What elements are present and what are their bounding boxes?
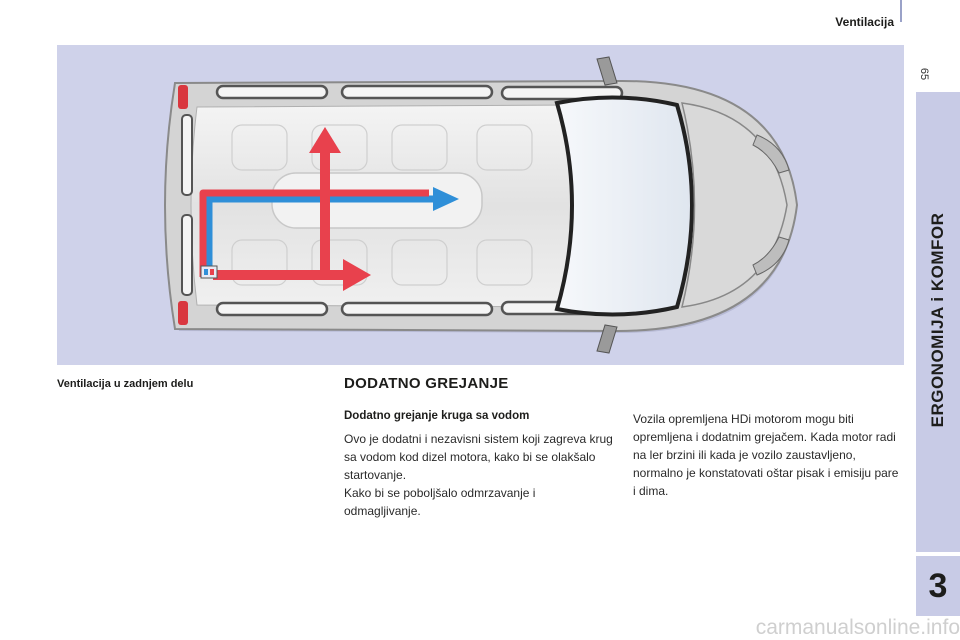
side-windows-top: [215, 84, 624, 101]
mirror-left: [596, 56, 618, 86]
rear-heater-unit: [200, 265, 218, 279]
hot-air-flow-arrow: [199, 127, 429, 291]
van-top-view-illustration: [164, 56, 799, 354]
rear-heater-cold-outlet: [204, 269, 208, 275]
ventilation-figure: [57, 45, 904, 365]
chapter-title-text: ERGONOMIJA i KOMFOR: [928, 212, 947, 428]
windscreen: [554, 95, 694, 317]
bonnet: [681, 102, 788, 308]
paragraph: Kako bi se poboljšalo odmrzavanje i odma…: [344, 486, 536, 518]
cold-air-flow-arrow: [205, 187, 459, 267]
tail-light-right: [178, 301, 188, 325]
chapter-number: 3: [916, 556, 960, 616]
figure-caption: Ventilacija u zadnjem delu: [57, 378, 194, 390]
headlight-left: [752, 134, 790, 174]
headlight-right: [752, 236, 790, 276]
rear-heater-hot-outlet: [210, 269, 214, 275]
rear-window-left: [181, 114, 193, 196]
header-section-title: Ventilacija: [835, 15, 894, 29]
section-title: DODATNO GREJANJE: [344, 375, 509, 392]
tail-light-left: [178, 85, 188, 109]
chapter-sidebar: [916, 92, 960, 552]
mirror-right: [596, 324, 618, 354]
paragraph: Ovo je dodatni i nezavisni sistem koji z…: [344, 432, 613, 482]
watermark: carmanualsonline.info: [755, 616, 960, 639]
paragraph: Vozila opremljena HDi motorom mogu biti …: [633, 412, 899, 498]
rear-window-right: [181, 214, 193, 296]
section-subheading: Dodatno grejanje kruga sa vodom: [344, 410, 530, 422]
page-number: 65: [918, 67, 930, 81]
seat-outlines: [231, 124, 533, 286]
header-rule: [900, 0, 902, 22]
